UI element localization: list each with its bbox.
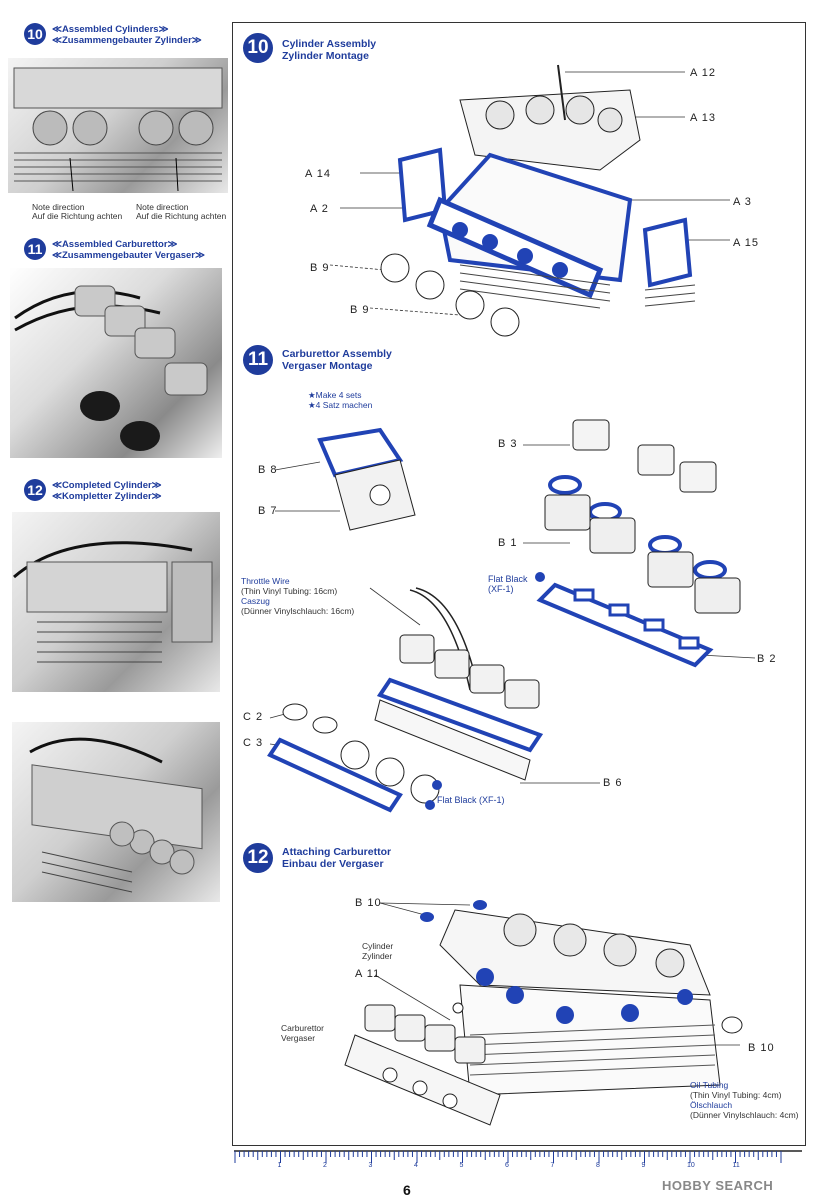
step-11-number: 11: [243, 345, 273, 375]
make-sets-note: ★Make 4 sets ★4 Satz machen: [308, 390, 372, 410]
step-10-title: Cylinder Assembly Zylinder Montage: [282, 38, 376, 62]
carburettor-exploded-diagram: [267, 419, 756, 813]
step-12-badge: 12: [24, 479, 46, 501]
oil-tube: (Thin Vinyl Tubing: 4cm): [690, 1090, 782, 1100]
part-a12: A 12: [690, 67, 717, 79]
assembled-carburettor-photo: [10, 268, 222, 458]
throttle-de: Caszug: [241, 596, 270, 606]
ruler-tick-label: 6: [505, 1162, 509, 1169]
title-en: Carburettor Assembly: [282, 348, 392, 360]
engine-photo-art-2: [29, 737, 203, 893]
step-12-title: Attaching Carburettor Einbau der Vergase…: [282, 846, 391, 870]
part-b9-bottom: B 9: [350, 304, 370, 316]
throttle-wire-note: Throttle Wire (Thin Vinyl Tubing: 16cm) …: [241, 576, 354, 616]
page-number: 6: [403, 1182, 411, 1198]
title-en: Cylinder Assembly: [282, 38, 377, 50]
part-b8: B 8: [258, 464, 278, 476]
instructions-frame: [232, 22, 806, 1146]
part-b10-right: B 10: [748, 1042, 775, 1054]
step-10-badge: 10: [24, 23, 46, 45]
title-en: ≪Assembled Carburettor≫: [52, 239, 178, 250]
part-b1: B 1: [498, 537, 518, 549]
ruler-tick-label: 2: [323, 1162, 327, 1169]
title-en: ≪Assembled Cylinders≫: [52, 24, 169, 35]
oil-en: Oil Tubing: [690, 1080, 729, 1090]
ruler: 1 2 3 4 5 6 7 8 9 10 11: [232, 1150, 804, 1170]
note-direction-left: Note direction Auf die Richtung achten: [32, 203, 122, 221]
cylinder-en: Cylinder: [362, 941, 394, 951]
part-b7: B 7: [258, 505, 278, 517]
step-10-number: 10: [243, 33, 273, 63]
part-b9-top: B 9: [310, 262, 330, 274]
title-de: ≪Zusammengebauter Zylinder≫: [52, 35, 202, 46]
part-a13: A 13: [690, 112, 717, 124]
assembled-carburettor-title: ≪Assembled Carburettor≫ ≪Zusammengebaute…: [52, 239, 205, 261]
cylinder-label: Cylinder Zylinder: [362, 941, 393, 961]
part-a11: A 11: [355, 968, 381, 980]
oil-de: Ölschlauch: [690, 1100, 733, 1110]
cylinder-photo-art: [13, 67, 223, 192]
note-en: Note direction: [136, 202, 189, 212]
part-a15: A 15: [733, 237, 760, 249]
ruler-tick-label: 8: [596, 1162, 600, 1169]
oil-tubing-note: Oil Tubing (Thin Vinyl Tubing: 4cm) Ölsc…: [690, 1080, 799, 1120]
flat-black-note-1: Flat Black (XF-1): [488, 574, 528, 594]
carb-de: Vergaser: [281, 1033, 316, 1043]
ruler-tick-label: 1: [277, 1162, 282, 1169]
carburettor-label: Carburettor Vergaser: [281, 1023, 324, 1043]
part-b10-top: B 10: [355, 897, 382, 909]
note-de: Auf die Richtung achten: [32, 211, 123, 221]
ruler-ticks: [234, 1150, 802, 1163]
ruler-tick-label: 11: [732, 1162, 740, 1169]
completed-cylinder-photo-1: [12, 512, 220, 692]
step-12-number: 12: [243, 843, 273, 873]
title-de: ≪Zusammengebauter Vergaser≫: [52, 250, 205, 261]
completed-cylinder-photo-2: [12, 722, 220, 902]
part-c3: C 3: [243, 737, 264, 749]
step-11-title: Carburettor Assembly Vergaser Montage: [282, 348, 392, 372]
engine-photo-art: [13, 541, 213, 663]
cylinder-exploded-diagram: [329, 64, 730, 337]
title-en: ≪Completed Cylinder≫: [52, 480, 162, 491]
watermark: HOBBY SEARCH: [662, 1178, 774, 1193]
carb-en: Carburettor: [281, 1023, 324, 1033]
note-en: Note direction: [32, 202, 85, 212]
oil-de-tube: (Dünner Vinylschlauch: 4cm): [690, 1110, 799, 1120]
throttle-tube: (Thin Vinyl Tubing: 16cm): [241, 586, 338, 596]
ruler-tick-label: 4: [414, 1162, 418, 1169]
ruler-tick-label: 3: [368, 1162, 373, 1169]
title-de: ≪Kompletter Zylinder≫: [52, 491, 162, 502]
assembled-cylinders-photo: [8, 58, 228, 193]
attach-carburettor-diagram: [344, 900, 743, 1126]
ruler-tick-label: 7: [550, 1162, 555, 1169]
part-b6: B 6: [603, 777, 623, 789]
throttle-de-tube: (Dünner Vinylschlauch: 16cm): [241, 606, 355, 616]
title-de: Einbau der Vergaser: [282, 858, 384, 870]
assembled-cylinders-title: ≪Assembled Cylinders≫ ≪Zusammengebauter …: [52, 24, 202, 46]
note-direction-right: Note direction Auf die Richtung achten: [136, 203, 226, 221]
title-de: Vergaser Montage: [282, 360, 373, 372]
part-a3: A 3: [733, 196, 752, 208]
title-en: Attaching Carburettor: [282, 846, 392, 858]
part-c2: C 2: [243, 711, 264, 723]
ruler-tick-label: 5: [459, 1162, 464, 1169]
ruler-tick-label: 10: [687, 1162, 695, 1169]
make-de: ★4 Satz machen: [308, 400, 373, 410]
flat-black-note-2: Flat Black (XF-1): [437, 795, 505, 805]
carburettor-photo-art: [14, 285, 208, 451]
make-en: ★Make 4 sets: [308, 390, 362, 400]
part-b2: B 2: [757, 653, 777, 665]
note-de: Auf die Richtung achten: [136, 211, 227, 221]
step-11-badge: 11: [24, 238, 46, 260]
paint-code: (XF-1): [488, 584, 514, 594]
completed-cylinder-title: ≪Completed Cylinder≫ ≪Kompletter Zylinde…: [52, 480, 162, 502]
cylinder-de: Zylinder: [362, 951, 393, 961]
ruler-tick-label: 9: [641, 1162, 646, 1169]
paint-name: Flat Black: [488, 574, 528, 584]
title-de: Zylinder Montage: [282, 50, 369, 62]
part-a14: A 14: [305, 168, 332, 180]
part-b3: B 3: [498, 438, 518, 450]
throttle-en: Throttle Wire: [241, 576, 290, 586]
part-a2: A 2: [310, 203, 329, 215]
